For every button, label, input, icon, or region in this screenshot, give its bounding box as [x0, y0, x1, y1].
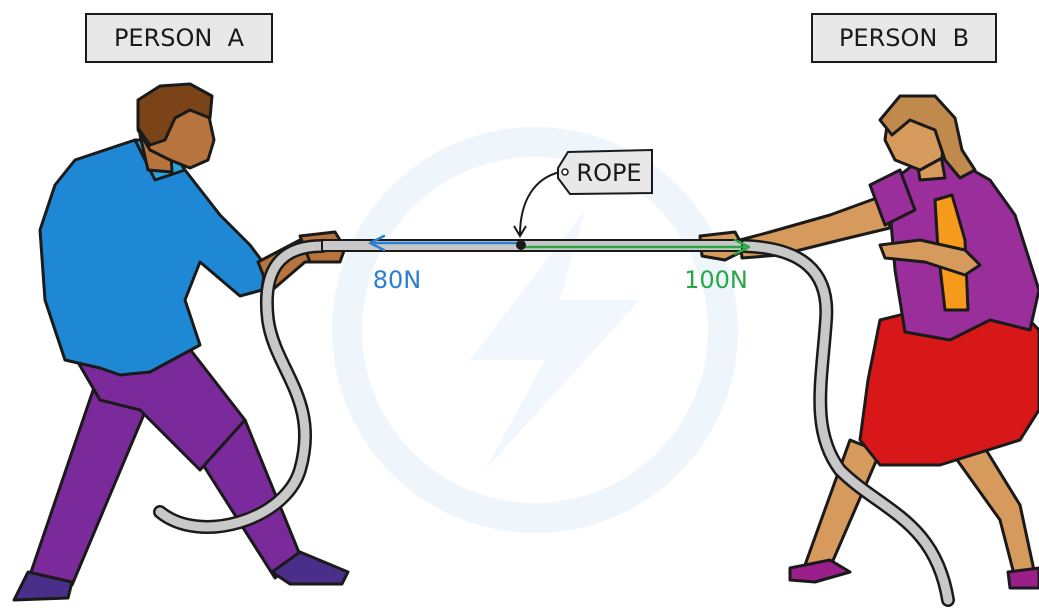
rope-center-point — [516, 240, 526, 250]
rope-label: ROPE — [576, 159, 641, 187]
person-b-back-leg — [803, 438, 882, 574]
person-b-front-arm — [738, 193, 892, 260]
force-label-right: 100N — [684, 266, 748, 294]
person-a-hair — [136, 82, 214, 147]
rope-taut-section — [321, 239, 743, 252]
person-a-shirt — [38, 138, 267, 377]
person-b-label-box: PERSON B — [811, 13, 997, 63]
force-arrow-left — [368, 234, 521, 252]
force-arrow-right — [521, 238, 751, 256]
person-b-front-leg — [948, 438, 1037, 580]
watermark-logo — [332, 127, 738, 533]
person-a-front-shoe — [270, 550, 350, 586]
rope-label-tag: ROPE — [513, 148, 653, 238]
person-a-figure — [12, 82, 350, 602]
rope — [153, 239, 955, 607]
person-b-hair — [878, 94, 977, 180]
person-b-label: PERSON B — [839, 24, 969, 52]
person-a-back-shoe — [12, 570, 74, 602]
person-b-back-shoe — [788, 558, 852, 584]
person-a-label: PERSON A — [114, 24, 245, 52]
person-b-back-arm — [878, 238, 982, 277]
force-label-left: 80N — [373, 266, 422, 294]
person-b-front-shoe — [1006, 566, 1039, 590]
person-a-label-box: PERSON A — [85, 13, 273, 63]
person-b-figure — [698, 94, 1039, 590]
